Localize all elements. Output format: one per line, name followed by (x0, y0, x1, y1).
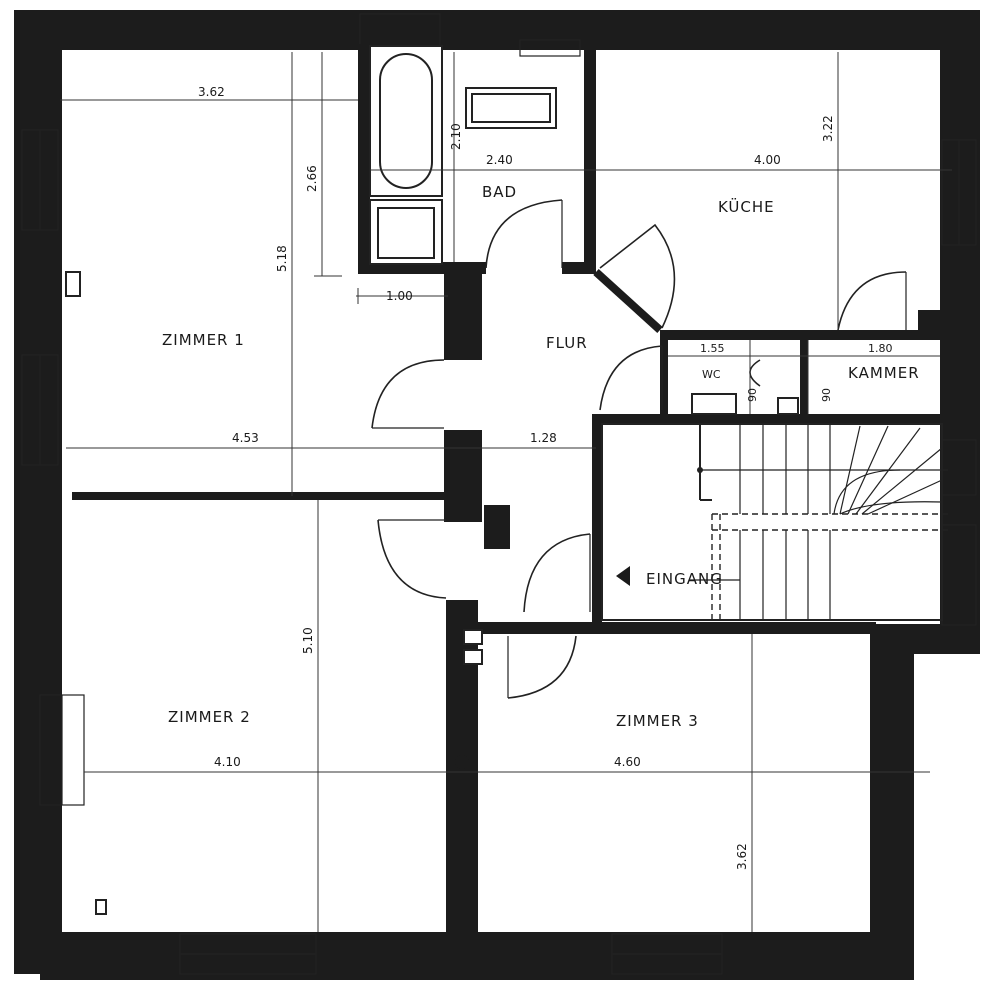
room-label-kueche: KÜCHE (718, 197, 775, 216)
doors (371, 199, 907, 699)
dim-kitchen-width: 4.00 (754, 153, 781, 167)
room-label-zimmer-2: ZIMMER 2 (168, 708, 251, 726)
interior-walls (72, 44, 942, 936)
room-label-flur: FLUR (546, 334, 588, 352)
room-label-wc: WC (702, 368, 721, 381)
dim-kammer-width: 1.80 (868, 342, 893, 355)
dim-kitchen-height: 3.22 (821, 115, 835, 142)
outer-walls (14, 10, 980, 980)
room-label-zimmer-1: ZIMMER 1 (162, 331, 245, 349)
room-label-zimmer-3: ZIMMER 3 (616, 712, 699, 730)
dim-zimmer1-height: 5.18 (275, 245, 289, 272)
dim-bath-height: 2.10 (449, 123, 463, 150)
dim-zimmer2-height: 5.10 (301, 627, 315, 654)
dim-zimmer2-width: 4.10 (214, 755, 241, 769)
dim-wc-width: 1.55 (700, 342, 725, 355)
entrance-arrow-icon (616, 566, 630, 586)
dim-hall-width-top: 1.00 (386, 289, 413, 303)
dim-zimmer1-width-top: 3.62 (198, 85, 225, 99)
dim-kammer-depth: 90 (820, 388, 833, 402)
staircase (601, 423, 948, 621)
dim-wc-depth: 90 (746, 388, 759, 402)
room-label-kammer: KAMMER (848, 364, 920, 382)
dimension-lines (60, 52, 952, 932)
room-label-eingang: EINGANG (646, 570, 723, 588)
dim-zimmer1-width: 4.53 (232, 431, 259, 445)
dim-zimmer3-height: 3.62 (735, 843, 749, 870)
dim-bath-width: 2.40 (486, 153, 513, 167)
dim-zimmer1-height-bath: 2.66 (305, 165, 319, 192)
dim-hall-width: 1.28 (530, 431, 557, 445)
dim-zimmer3-width: 4.60 (614, 755, 641, 769)
fixtures (65, 45, 799, 915)
room-label-bad: BAD (482, 183, 517, 201)
